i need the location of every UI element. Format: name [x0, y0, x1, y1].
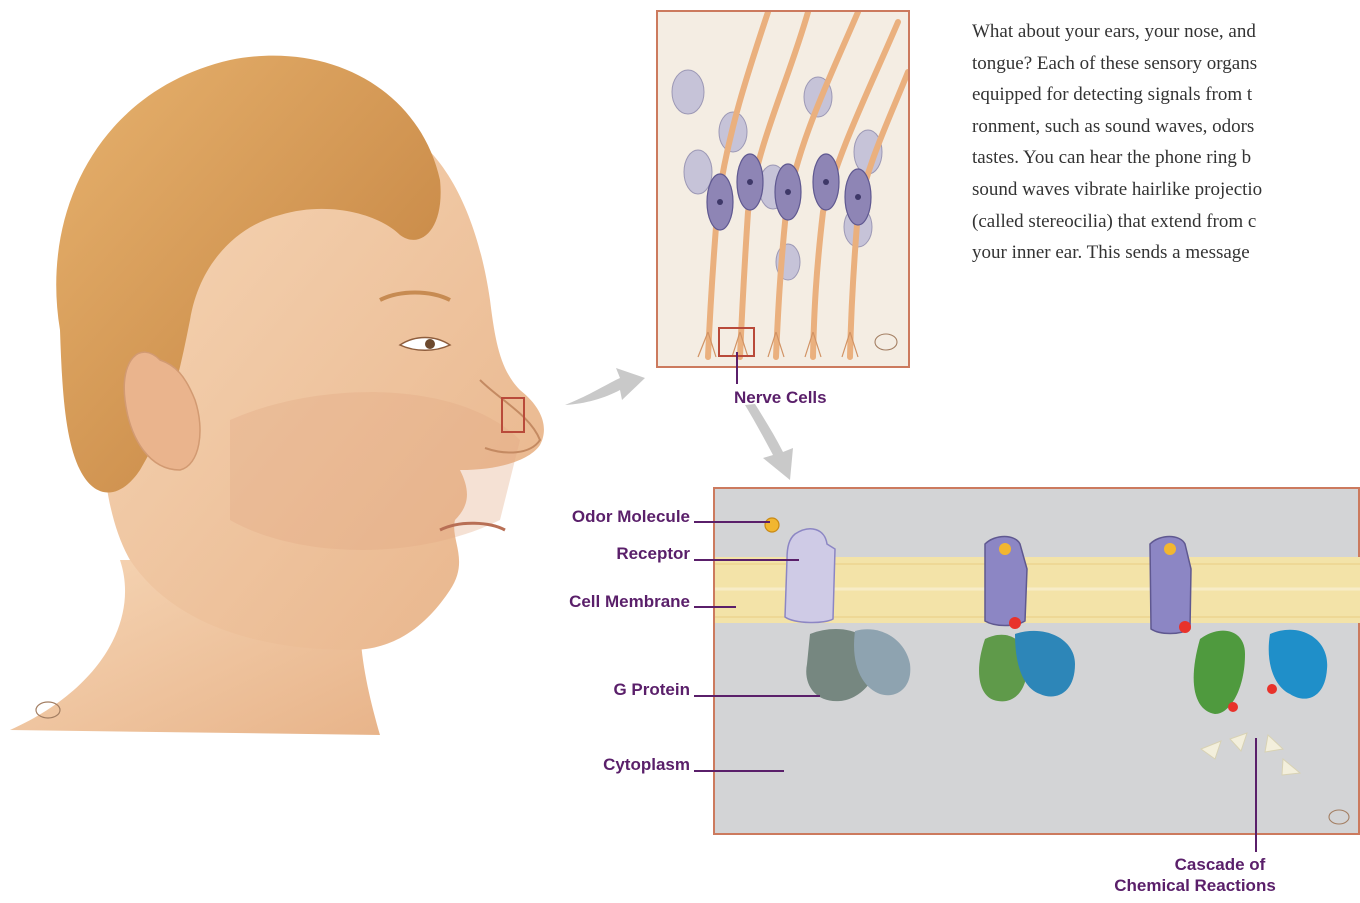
paragraph-line: your inner ear. This sends a message: [972, 237, 1360, 269]
cascade-leader: [1255, 738, 1257, 852]
arrow-to-receptor-panel: [735, 400, 805, 485]
receptor-panel: [713, 487, 1360, 835]
odor-molecule-leader: [694, 521, 770, 523]
cell-membrane-label: Cell Membrane: [480, 592, 690, 612]
cascade-label-line1: Cascade of: [1150, 855, 1290, 875]
body-paragraph: What about your ears, your nose, and ton…: [972, 16, 1360, 269]
paragraph-line: tastes. You can hear the phone ring b: [972, 142, 1360, 174]
arrow-to-nerve-cells: [560, 360, 650, 420]
nerve-cells-label: Nerve Cells: [734, 388, 827, 408]
paragraph-line: What about your ears, your nose, and: [972, 16, 1360, 48]
activation-spark: [1009, 617, 1021, 629]
nerve-cells-leader: [736, 352, 738, 384]
activation-spark-2: [1179, 621, 1191, 633]
cell-membrane-leader: [694, 606, 736, 608]
paragraph-line: (called stereocilia) that extend from c: [972, 206, 1360, 238]
paragraph-line: ronment, such as sound waves, odors: [972, 111, 1360, 143]
cascade-label-line2: Chemical Reactions: [1050, 876, 1340, 896]
nasal-shading: [230, 392, 520, 550]
g-protein-leader: [694, 695, 820, 697]
receptor-leader: [694, 559, 799, 561]
g-protein-blue-released: [1269, 630, 1328, 699]
head-illustration: [0, 0, 600, 760]
receptor-inactive: [785, 529, 835, 623]
g-protein-blue: [1015, 631, 1075, 697]
paragraph-line: equipped for detecting signals from t: [972, 79, 1360, 111]
cytoplasm-label: Cytoplasm: [520, 755, 690, 775]
receptor-drawing: [715, 489, 1360, 833]
cytoplasm-leader: [694, 770, 784, 772]
nerve-cells-panel: [656, 10, 910, 368]
odor-molecule-label: Odor Molecule: [520, 507, 690, 527]
receptor-label: Receptor: [520, 544, 690, 564]
g-protein-label: G Protein: [520, 680, 690, 700]
paragraph-line: sound waves vibrate hairlike projectio: [972, 174, 1360, 206]
g-protein-green-released: [1194, 631, 1245, 714]
eye-iris: [425, 339, 435, 349]
nerve-cells-drawing: [658, 12, 908, 366]
paragraph-line: tongue? Each of these sensory organs: [972, 48, 1360, 80]
